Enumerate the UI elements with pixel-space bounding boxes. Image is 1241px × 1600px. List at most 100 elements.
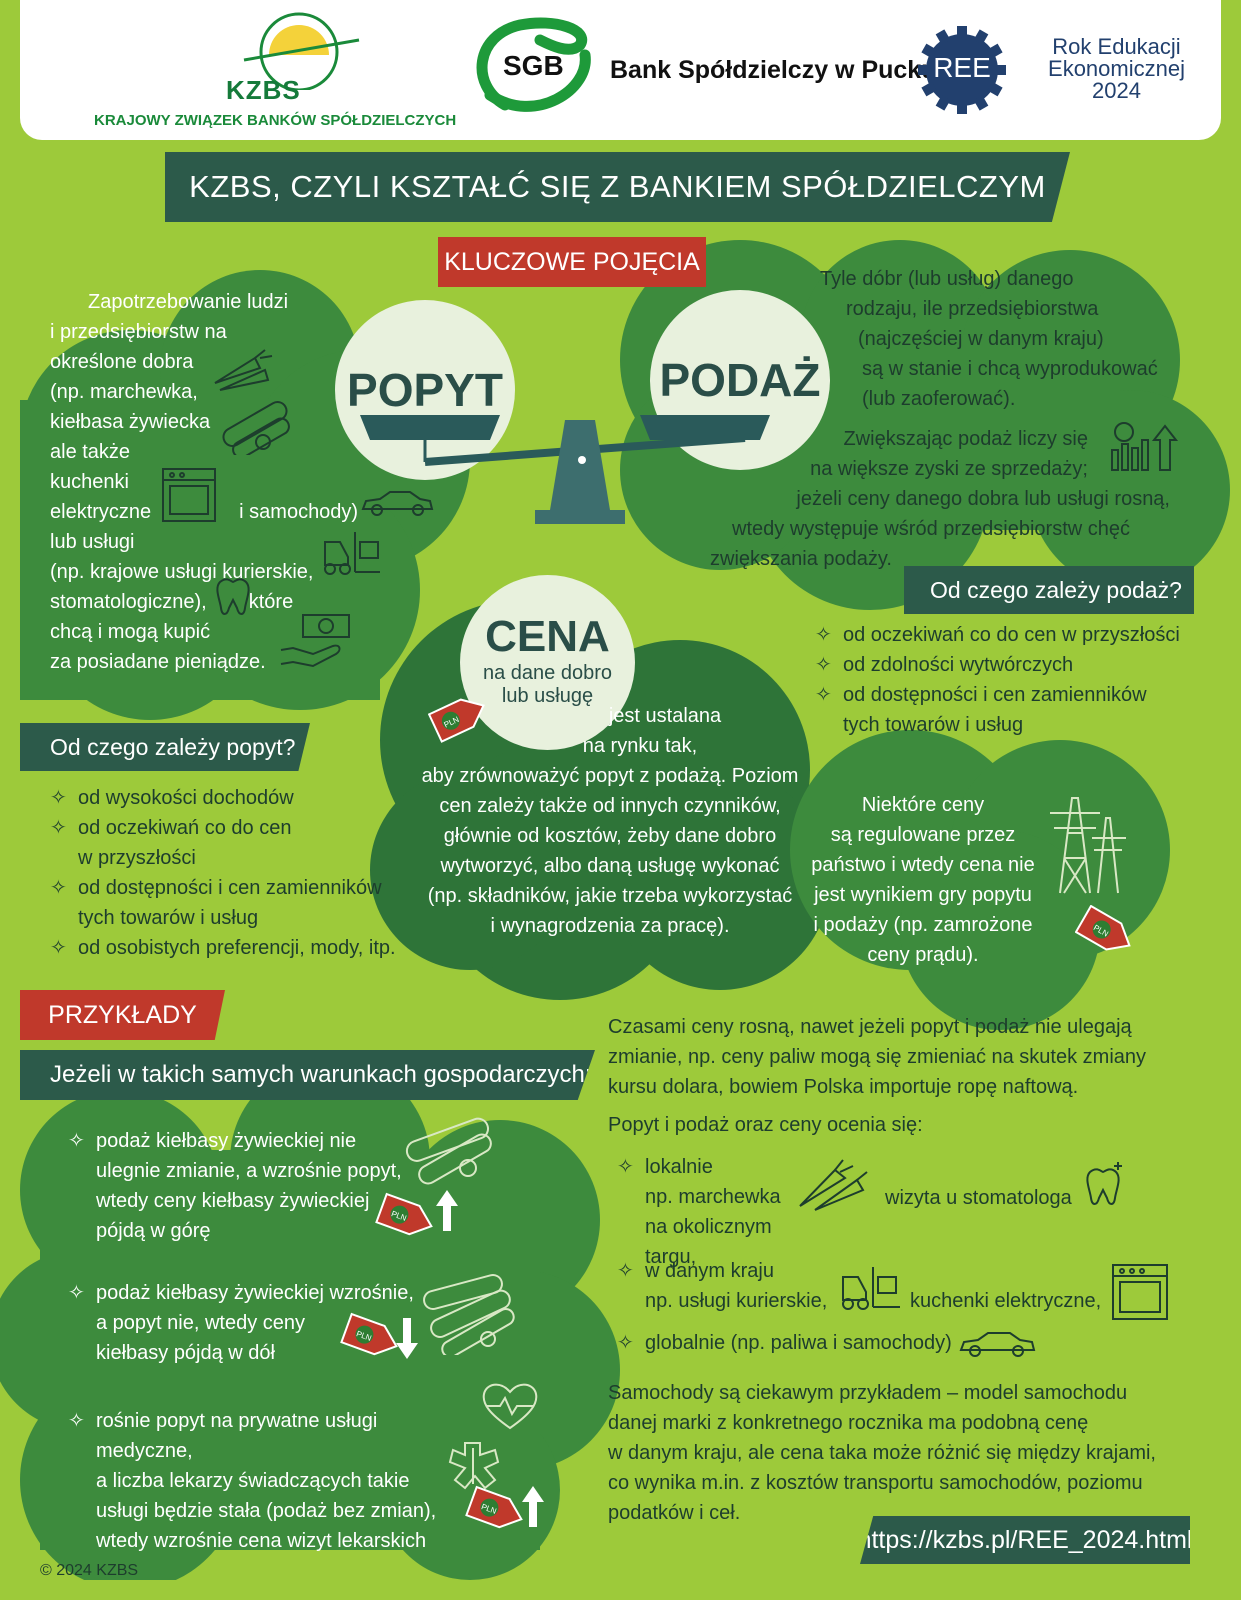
text-line: tych towarów i usług xyxy=(843,714,1024,736)
ree-gear-icon xyxy=(918,26,1006,114)
paragraph-line: podatków i ceł. xyxy=(608,1502,741,1524)
cena-line: aby zrównoważyć popyt z podażą. Poziom xyxy=(421,765,799,787)
popyt-line: Zapotrzebowanie ludzi xyxy=(88,291,289,313)
podaz-line: Tyle dóbr (lub usług) danego xyxy=(820,268,1074,290)
list-item: ✧ rośnie popyt na prywatne usługi medyczn… xyxy=(68,1406,448,1556)
forklift-icon xyxy=(842,1267,900,1310)
paragraph-line: Czasami ceny rosną, nawet jeżeli popyt i… xyxy=(608,1016,1132,1038)
podaz-explanation: Zwiększając podaż liczy się na większe z… xyxy=(700,424,1200,574)
podaz-line: (najczęściej w danym kraju) xyxy=(858,328,1104,350)
sgb-text: SGB xyxy=(503,50,564,81)
list-item: ✧ podaż kiełbasy żywieckiej wzrośnie,a po… xyxy=(68,1278,448,1368)
popyt-line: i przedsiębiorstw na xyxy=(50,321,227,343)
sausage-icon xyxy=(222,401,290,455)
money-hand-icon xyxy=(280,614,350,668)
popyt-line: stomatologiczne), xyxy=(50,591,207,613)
sparkle-icon: ✧ xyxy=(617,1332,634,1354)
popyt-line: lub usługi xyxy=(50,531,135,553)
car-icon xyxy=(361,491,434,516)
text-line: kiełbasy pójdą w dół xyxy=(96,1342,275,1364)
sparkle-icon: ✧ xyxy=(815,624,832,646)
carrot-icon xyxy=(214,349,273,391)
sausage-icon xyxy=(405,1117,492,1185)
country-label: np. usługi kurierskie, xyxy=(645,1290,828,1312)
cena-sub-1: na dane dobro xyxy=(482,661,612,684)
paragraph-line: co wynika m.in. z kosztów transportu sam… xyxy=(608,1472,1143,1494)
kzbs-title: KZBS xyxy=(226,75,301,105)
dentist-label: wizyta u stomatologa xyxy=(885,1187,1072,1209)
price-tag-icon: PLN xyxy=(340,1312,398,1356)
podaz-line: jeżeli ceny danego dobra lub usługi rosn… xyxy=(796,488,1170,510)
sparkle-icon: ✧ xyxy=(68,1410,85,1432)
footer-url-link[interactable]: https://kzbs.pl/REE_2024.html xyxy=(860,1516,1190,1564)
cars-paragraph: Samochody są ciekawym przykładem – model… xyxy=(608,1378,1188,1528)
sparkle-icon: ✧ xyxy=(50,787,67,809)
podaz-line: rodzaju, ile przedsiębiorstwa xyxy=(846,298,1099,320)
popyt-definition: Zapotrzebowanie ludzi i przedsiębiorstw … xyxy=(50,287,360,677)
arrow-up-icon xyxy=(436,1190,458,1231)
sparkle-icon: ✧ xyxy=(617,1260,634,1282)
sparkle-icon: ✧ xyxy=(50,937,67,959)
list-item-text: od osobistych preferencji, mody, itp. xyxy=(78,937,396,959)
price-tag-icon: PLN xyxy=(375,1192,433,1236)
fuel-paragraph: Czasami ceny rosną, nawet jeżeli popyt i… xyxy=(608,1012,1188,1102)
regulated-line: jest wynikiem gry popytu xyxy=(814,884,1032,906)
local-label: na okolicznym targu, xyxy=(645,1216,772,1268)
ree-text: Rok Edukacji Ekonomicznej 2024 xyxy=(1024,36,1209,102)
popyt-line: elektryczne xyxy=(50,501,152,523)
popyt-line: które xyxy=(248,591,294,613)
examples-tag: PRZYKŁADY xyxy=(20,990,225,1040)
list-item: ✧ od osobistych preferencji, mody, itp. xyxy=(50,933,410,963)
scale-icon xyxy=(360,415,770,524)
cena-line: na rynku tak, xyxy=(582,735,698,757)
country-label: w danym kraju xyxy=(645,1260,774,1282)
text-line: od oczekiwań co do cen xyxy=(78,817,292,839)
cena-line: (np. składników, jakie trzeba wykorzysta… xyxy=(427,885,793,907)
forklift-icon xyxy=(324,532,380,575)
podaz-depends-list: ✧od oczekiwań co do cen w przyszłości ✧o… xyxy=(815,620,1195,740)
text-line: a liczba lekarzy świadczących takie xyxy=(96,1470,410,1492)
popyt-circle: POPYT xyxy=(335,300,515,480)
text-line: od dostępności i cen zamienników xyxy=(843,684,1147,706)
sgb-logo-icon xyxy=(476,17,591,112)
paragraph-line: kursu dolara, bowiem Polska importuje ro… xyxy=(608,1076,1079,1098)
kitchen-label: kuchenki elektryczne, xyxy=(910,1290,1102,1312)
sparkle-icon: ✧ xyxy=(68,1282,85,1304)
page-title: KZBS, CZYLI KSZTAŁĆ SIĘ Z BANKIEM SPÓŁDZ… xyxy=(165,152,1070,222)
carrot-icon xyxy=(799,1159,868,1211)
list-item: ✧od wysokości dochodów xyxy=(50,783,410,813)
list-item-text: podaż kiełbasy żywieckiej wzrośnie,a pop… xyxy=(96,1278,414,1368)
podaz-line: na większe zyski ze sprzedaży; xyxy=(810,458,1088,480)
popyt-line: (np. krajowe usługi kurierskie, xyxy=(50,561,314,583)
text-line: rośnie popyt na prywatne usługi medyczne… xyxy=(96,1410,378,1462)
popyt-line: kiełbasa żywiecka xyxy=(50,411,211,433)
text-line: w przyszłości xyxy=(78,847,196,869)
oven-icon xyxy=(1112,1264,1168,1320)
cena-line: i wynagrodzenia za pracę). xyxy=(490,915,730,937)
list-item-text: od dostępności i cen zamienników tych tow… xyxy=(843,680,1147,740)
text-line: ulegnie zmianie, a wzrośnie popyt, xyxy=(96,1160,402,1182)
tooth-icon xyxy=(216,578,250,615)
podaz-depends-heading: Od czego zależy podaż? xyxy=(904,566,1194,614)
regulated-line: Niektóre ceny xyxy=(861,794,985,816)
kzbs-logo: KZBS KRAJOWY ZWIĄZEK BANKÓW SPÓŁDZIELCZY… xyxy=(84,10,504,135)
price-tag-icon: PLN xyxy=(428,698,485,743)
regulated-line: państwo i wtedy cena nie xyxy=(811,854,1035,876)
arrow-down-icon xyxy=(396,1318,418,1359)
cena-circle: CENA na dane dobro lub usługę xyxy=(460,575,635,750)
assessment-intro: Popyt i podaż oraz ceny ocenia się: xyxy=(608,1114,923,1136)
local-label: np. marchewka xyxy=(645,1186,781,1208)
bank-name: Bank Spółdzielczy w Pucku xyxy=(610,56,937,84)
sparkle-icon: ✧ xyxy=(68,1130,85,1152)
text-line: a popyt nie, wtedy ceny xyxy=(96,1312,306,1334)
list-item-text: od zdolności wytwórczych xyxy=(843,654,1074,676)
copyright: © 2024 KZBS xyxy=(40,1562,139,1579)
podaz-word: PODAŻ xyxy=(659,354,821,406)
sparkle-icon: ✧ xyxy=(50,877,67,899)
popyt-line: ale także xyxy=(50,441,131,463)
text-line: usługi będzie stała (podaż bez zmian), xyxy=(96,1500,437,1522)
text-line: wtedy ceny kiełbasy żywieckiej xyxy=(96,1190,370,1212)
